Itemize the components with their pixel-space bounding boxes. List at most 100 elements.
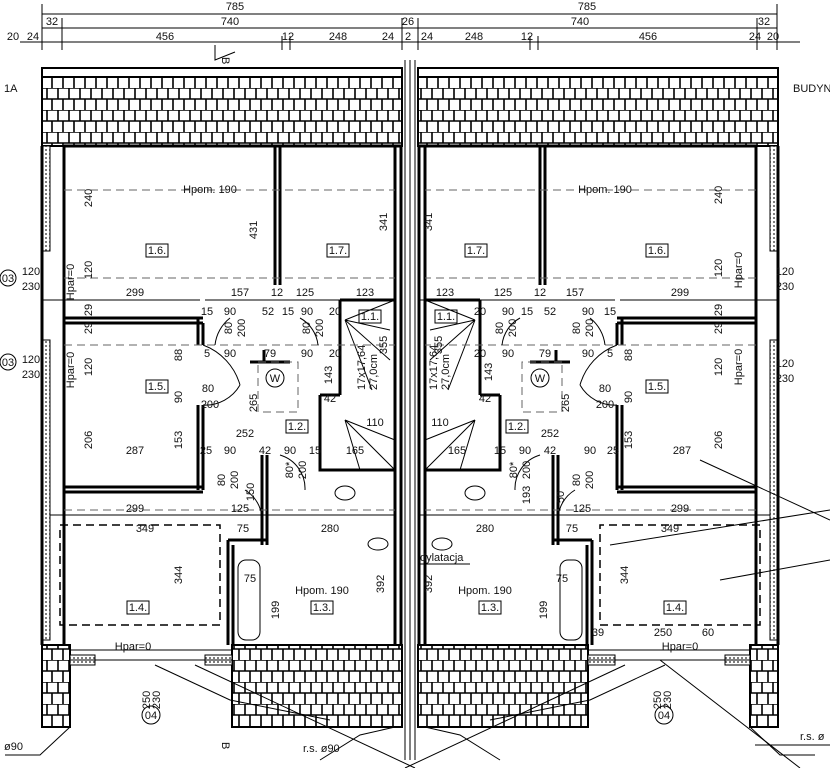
dim-text: 29 [713, 322, 725, 334]
dim-text: 90 [224, 306, 236, 318]
window-width: 250 [652, 691, 664, 709]
dim-text: 120 [713, 358, 725, 376]
dim-text: 15 [604, 306, 616, 318]
window-width: 120 [22, 354, 40, 366]
dim-text: 24 [382, 31, 394, 43]
dim-text: 42 [259, 445, 271, 457]
dim-text: 153 [173, 431, 185, 449]
dim-text: 24 [421, 31, 433, 43]
room-1-3-right: 1.3. [481, 602, 499, 614]
section-marker-top: B [219, 57, 231, 64]
dim-text: 20 [7, 31, 19, 43]
dim-text: 88 [173, 349, 185, 361]
dim-text: 110 [431, 417, 449, 429]
dim-text: 199 [538, 601, 550, 619]
dim-text: 252 [236, 428, 254, 440]
dim-text: 252 [541, 428, 559, 440]
dim-text: 90 [623, 391, 635, 403]
window-width: 120 [22, 266, 40, 278]
dim-text: 349 [661, 523, 679, 535]
dim-text: 90 [502, 348, 514, 360]
door-width: 80 [571, 474, 583, 486]
door-height: 200 [229, 471, 241, 489]
dim-text: 153 [623, 431, 635, 449]
window-width: 250 [141, 691, 153, 709]
dim-text: 456 [156, 31, 174, 43]
dim-text: 29 [83, 322, 95, 334]
door-height: 200 [236, 319, 248, 337]
sill-height: Hpar=0 [115, 641, 151, 653]
dim-text: 341 [378, 213, 390, 231]
door-width: 80 [599, 383, 611, 395]
axis-label-right: BUDYNE [793, 83, 830, 95]
dim-text: 456 [639, 31, 657, 43]
dim-text: 287 [126, 445, 144, 457]
dim-text: 431 [248, 221, 260, 239]
stair-steps: 17x17,64 [356, 345, 368, 390]
room-1-2-left: 1.2. [288, 421, 306, 433]
room-1-5-right: 1.5. [648, 381, 666, 393]
dim-text: 90 [284, 445, 296, 457]
dim-text: 24 [749, 31, 761, 43]
dim-text: 32 [758, 16, 770, 28]
room-1-7-left: 1.7. [329, 245, 347, 257]
dilatation-label: dylatacja [420, 552, 464, 564]
dim-text: 24 [27, 31, 39, 43]
door-height: 200 [314, 319, 326, 337]
stairs-labels: 17x17,64 27,0cm 17x17,64 27,0cm W W [265, 345, 550, 390]
dim-text: 299 [671, 287, 689, 299]
dim-text: 165 [448, 445, 466, 457]
dim-text: 39 [592, 627, 604, 639]
dim-text: 265 [248, 394, 260, 412]
dim-text: 15 [201, 306, 213, 318]
dim-text: 32 [46, 16, 58, 28]
room-1-4-right: 1.4. [666, 602, 684, 614]
window-tag: 03 [2, 273, 14, 285]
dim-text: 79 [539, 348, 551, 360]
room-1-7-right: 1.7. [467, 245, 485, 257]
dim-text: 120 [713, 259, 725, 277]
door-height: 200 [297, 461, 309, 479]
dim-text: 2 [405, 31, 411, 43]
dim-text: 248 [329, 31, 347, 43]
door-width: 80 [216, 474, 228, 486]
door-width: 80 [301, 322, 313, 334]
door-width: 80 [223, 322, 235, 334]
dim-text: 785 [226, 1, 244, 13]
dim-text: 26 [402, 16, 414, 28]
room-1-2-right: 1.2. [508, 421, 526, 433]
downpipe-label-center: r.s. ø90 [303, 743, 340, 755]
dim-text: 52 [544, 306, 556, 318]
section-arrow [214, 45, 236, 61]
door-height: 200 [584, 319, 596, 337]
dim-text: 12 [282, 31, 294, 43]
dim-text: 75 [566, 523, 578, 535]
dim-text: 90 [582, 306, 594, 318]
dim-text: 20 [329, 348, 341, 360]
dim-text: 280 [321, 523, 339, 535]
dim-text: 280 [476, 523, 494, 535]
dim-text: 15 [309, 445, 321, 457]
dim-text: 42 [479, 393, 491, 405]
dim-text: 90 [173, 391, 185, 403]
dim-text: 90 [502, 306, 514, 318]
dim-text: 344 [173, 566, 185, 584]
dim-text: 157 [566, 287, 584, 299]
dim-text: 12 [534, 287, 546, 299]
dim-text: 79 [264, 348, 276, 360]
dim-text: 299 [126, 503, 144, 515]
dim-text: 88 [623, 349, 635, 361]
dim-text: 248 [465, 31, 483, 43]
sill-height: Hpar=0 [733, 349, 745, 385]
window-height: 230 [662, 691, 674, 709]
window-height: 230 [22, 281, 40, 293]
dim-text: 12 [521, 31, 533, 43]
dim-text: 75 [556, 573, 568, 585]
dim-text: 150 [245, 483, 257, 501]
door-height: 200 [596, 399, 614, 411]
room-1-3-left: 1.3. [313, 602, 331, 614]
dim-text: 250 [654, 627, 672, 639]
dim-text: 165 [346, 445, 364, 457]
interior-dimensions: 299 157 12 125 123 15 90 52 15 90 20 5 9… [126, 287, 714, 639]
